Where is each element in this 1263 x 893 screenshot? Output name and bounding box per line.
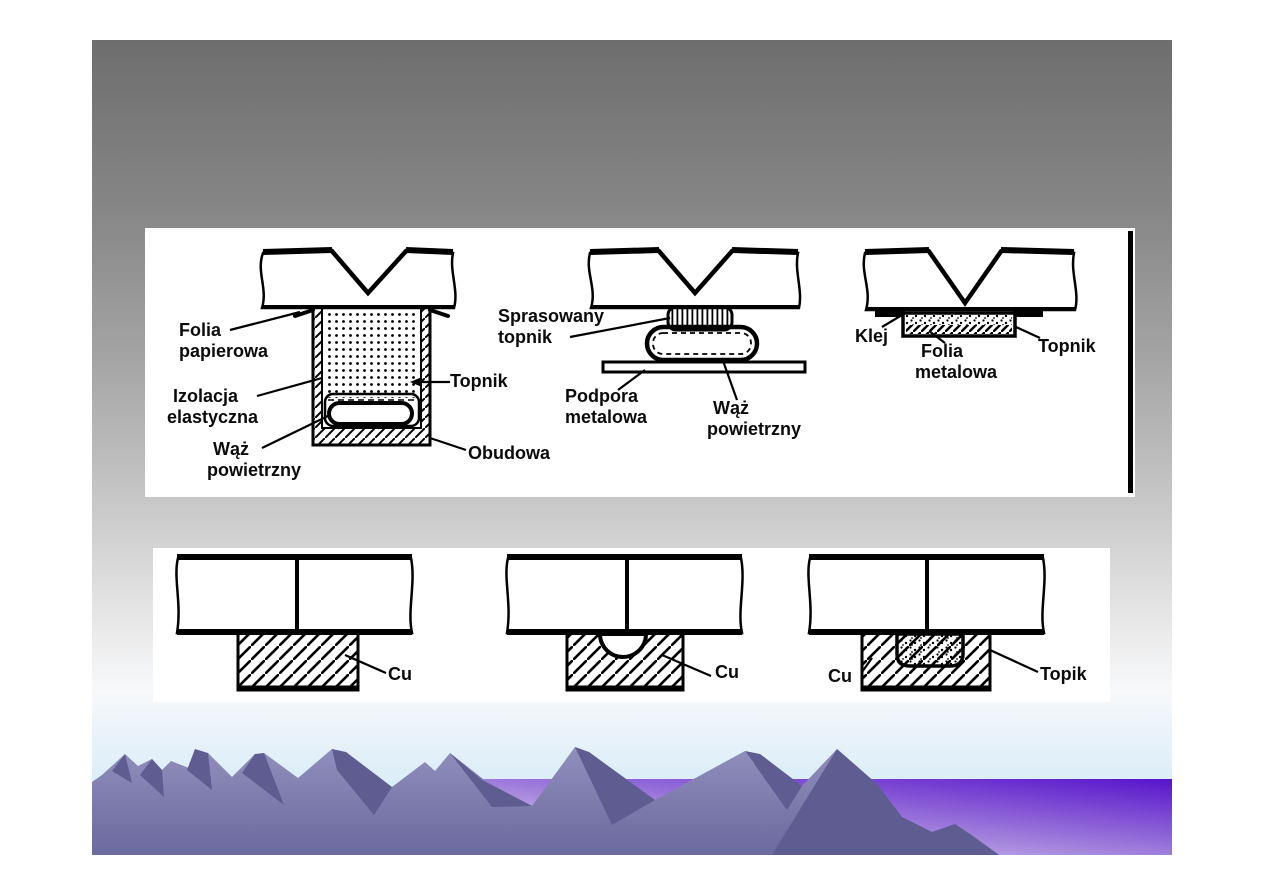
presentation-slide: Folia papierowa Izolacja elastyczna Wąż … [92, 40, 1172, 855]
label-line: Topnik [1038, 336, 1096, 356]
label-line: Folia [179, 320, 222, 340]
label-folia-papierowa: Folia papierowa [179, 320, 268, 362]
label-line: Cu [388, 664, 412, 684]
bottom-diagram-panel: Cu Cu Cu Topik [153, 548, 1110, 702]
label-line: papierowa [179, 341, 269, 361]
diagram-foil-strip [862, 247, 1078, 344]
topnik-arrowhead [410, 377, 422, 387]
label-line: powietrzny [707, 419, 802, 439]
mountain-shadow-facets [112, 747, 999, 855]
label-line: Podpora [565, 386, 639, 406]
diagram-cu-flat [175, 554, 414, 692]
label-line: Klej [855, 326, 889, 346]
label-waz-powietrzny-mid: Wąż powietrzny [707, 398, 801, 440]
diagram-pressed-flux [569, 247, 807, 401]
label-topik: Topik [1040, 664, 1087, 685]
label-line: Folia [921, 341, 964, 361]
label-line: Cu [715, 662, 739, 682]
label-cu-right: Cu [828, 666, 852, 687]
label-line: Cu [828, 666, 852, 686]
label-line: metalowa [915, 362, 998, 382]
label-waz-powietrzny-left: Wąż powietrzny [207, 439, 301, 481]
label-line: topnik [498, 327, 552, 347]
label-cu-middle: Cu [715, 662, 739, 683]
label-obudowa: Obudowa [468, 443, 550, 464]
label-topnik-left: Topnik [450, 371, 508, 392]
diagram-cu-groove [505, 554, 744, 692]
label-sprasowany-topnik: Sprasowany topnik [498, 306, 604, 348]
label-line: powietrzny [207, 460, 302, 480]
diagram-flux-box [229, 247, 467, 452]
label-podpora-metalowa: Podpora metalowa [565, 386, 647, 428]
label-folia-metalowa: Folia metalowa [915, 341, 997, 383]
label-line: Sprasowany [498, 306, 605, 326]
top-diagram-panel: Folia papierowa Izolacja elastyczna Wąż … [145, 228, 1135, 497]
mountain-landscape-graphic [92, 747, 1172, 855]
label-izolacja-elastyczna: Izolacja elastyczna [167, 386, 258, 428]
label-line: metalowa [565, 407, 648, 427]
label-line: Topik [1040, 664, 1087, 684]
scan-edge-bar [1128, 231, 1133, 493]
label-line: Wąż [713, 398, 749, 418]
label-topnik-right: Topnik [1038, 336, 1096, 357]
label-line: Obudowa [468, 443, 550, 463]
diagram-cu-flux-groove [807, 554, 1046, 692]
label-line: Izolacja [173, 386, 239, 406]
label-line: Topnik [450, 371, 508, 391]
label-cu-left: Cu [388, 664, 412, 685]
copper-backing-diagrams [175, 554, 1046, 692]
flux-application-diagrams [229, 231, 1133, 493]
label-line: Wąż [213, 439, 249, 459]
label-klej: Klej [855, 326, 888, 347]
label-line: elastyczna [167, 407, 259, 427]
